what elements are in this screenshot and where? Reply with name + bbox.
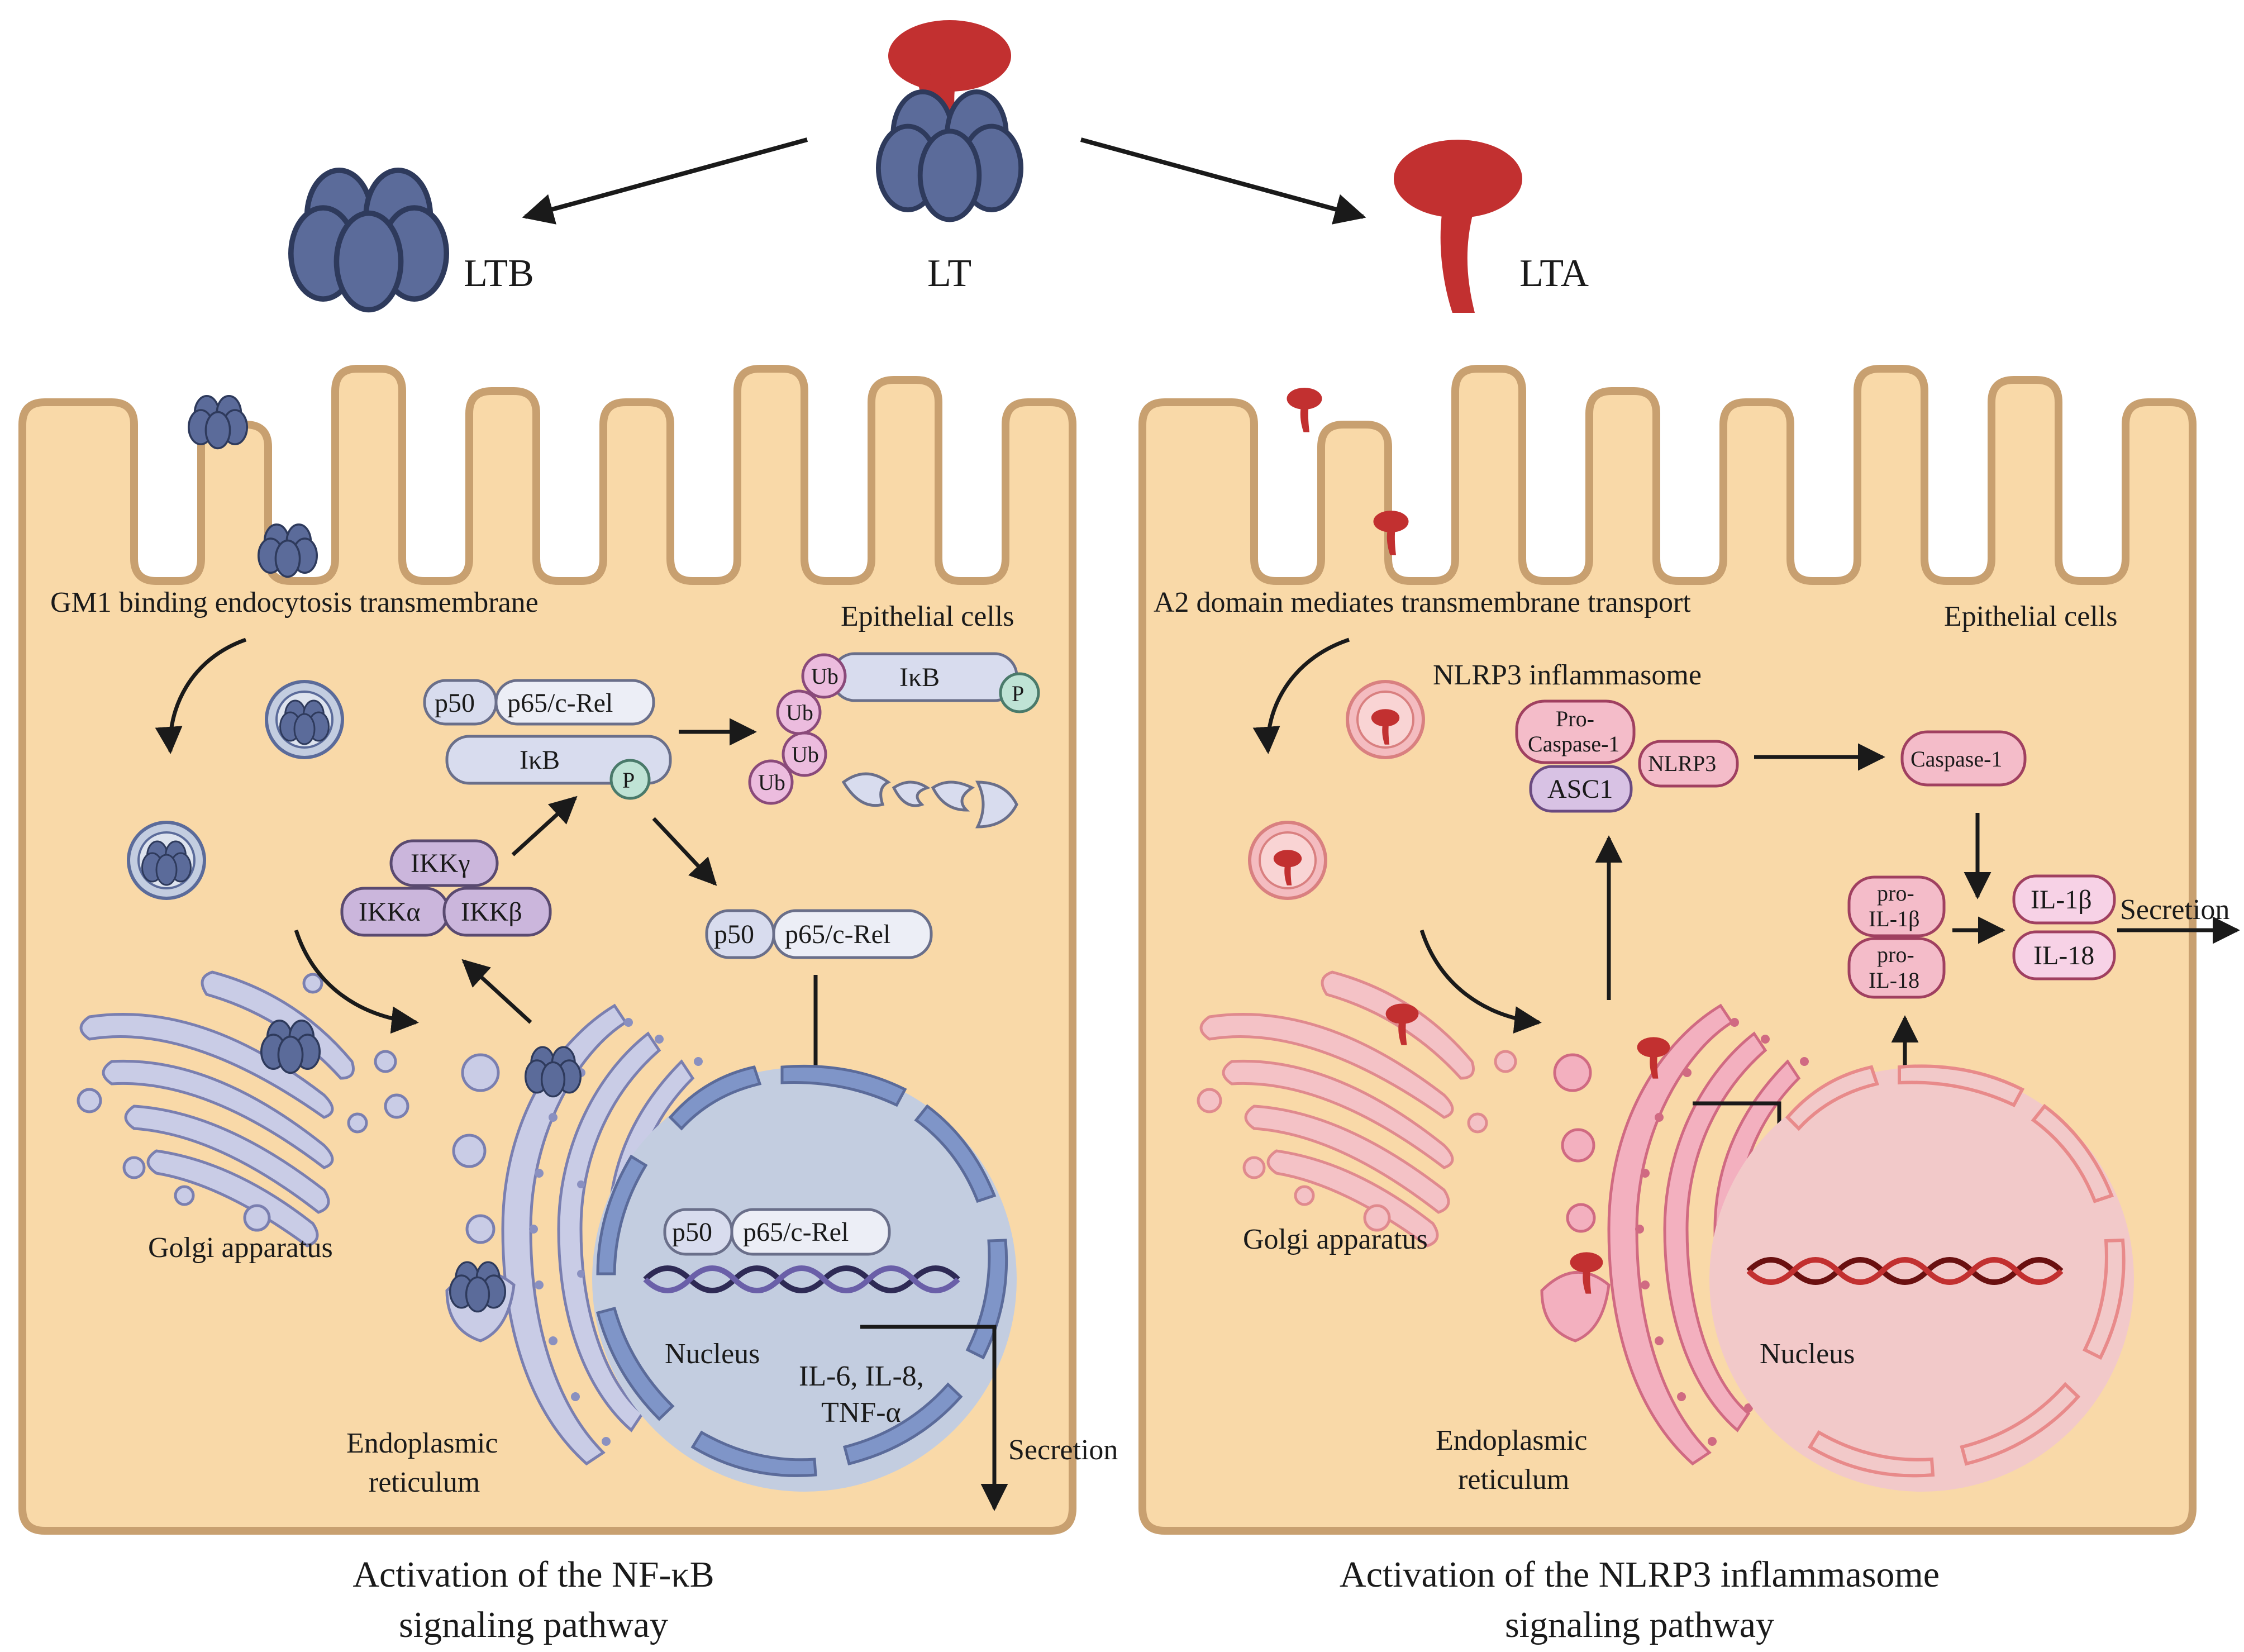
nfkb-ikb-complex: p50 p65/c-Rel IκB P — [423, 679, 672, 800]
left-caption-line-1: Activation of the NF-κB — [352, 1554, 714, 1595]
p50-label-2: p50 — [714, 920, 754, 949]
right-caption-line-2: signaling pathway — [1505, 1605, 1774, 1645]
mature-cytokines: IL-1β IL-18 — [2012, 874, 2116, 980]
right-secretion-label: Secretion — [2120, 894, 2229, 926]
lta-vesicle-2 — [1248, 821, 1327, 900]
ikk-alpha-label: IKKα — [359, 897, 420, 927]
p-label-2: P — [1012, 681, 1024, 706]
arrow-ikk-to-ikb — [511, 796, 578, 856]
a2-entry-label: A2 domain mediates transmembrane transpo… — [1154, 587, 1691, 618]
degraded-ikb-fragments — [841, 772, 1018, 829]
right-er-label-1: Endoplasmic — [1436, 1425, 1588, 1456]
cytokines-label-2: TNF-α — [821, 1397, 901, 1429]
endosome-vesicle-2 — [127, 821, 206, 900]
asc1-label: ASC1 — [1547, 774, 1613, 804]
arrow-er-to-ikk — [461, 959, 532, 1024]
p65-label-1: p65/c-Rel — [507, 688, 613, 718]
right-golgi — [1197, 970, 1517, 1248]
lta-label: LTA — [1519, 252, 1589, 295]
secretion-arrow-left — [860, 1325, 1008, 1511]
caspase1: Caspase-1 — [1900, 730, 2027, 787]
cytokines-label-1: IL-6, IL-8, — [799, 1360, 924, 1392]
gm1-entry-label: GM1 binding endocytosis transmembrane — [50, 587, 539, 618]
left-nucleus-label: Nucleus — [665, 1338, 760, 1370]
lta-vesicle-1 — [1346, 680, 1425, 759]
p50-label-3: p50 — [672, 1217, 712, 1247]
ub-label-2: Ub — [786, 700, 813, 725]
ltb-icon — [291, 170, 446, 310]
ikk-complex: IKKγ IKKα IKKβ — [340, 839, 552, 937]
right-golgi-label: Golgi apparatus — [1243, 1223, 1428, 1255]
p50-label-1: p50 — [435, 688, 475, 718]
left-caption-line-2: signaling pathway — [399, 1605, 668, 1645]
pro-il1b-label-2: IL-1β — [1869, 906, 1919, 931]
right-caption-line-1: Activation of the NLRP3 inflammasome — [1340, 1554, 1940, 1595]
lt-holotoxin-icon — [878, 20, 1021, 220]
ltb-binding-membrane-1 — [187, 394, 249, 450]
il1b-label: IL-1β — [2031, 885, 2092, 915]
nlrp3-inflammasome-complex: Pro- Caspase-1 ASC1 NLRP3 — [1515, 699, 1739, 813]
arrow-lt-to-lta — [1080, 137, 1366, 225]
left-secretion-label: Secretion — [1008, 1434, 1118, 1466]
p-label-1: P — [622, 768, 635, 793]
lta-binding-membrane-1 — [1287, 388, 1322, 432]
right-cell: A2 domain mediates transmembrane transpo… — [1138, 365, 2240, 1535]
caspase1-label: Caspase-1 — [1911, 746, 2002, 772]
il18-label: IL-18 — [2033, 941, 2094, 970]
pro-caspase-label-1: Pro- — [1556, 706, 1594, 731]
right-er-ribosomes — [1635, 1018, 1809, 1446]
ub-label-1: Ub — [811, 664, 838, 689]
a2-transport-arrow — [1252, 637, 1350, 754]
endosome-vesicle-1 — [265, 680, 344, 759]
right-nucleus — [1709, 1064, 2134, 1492]
ltb-in-golgi — [260, 1020, 321, 1074]
left-er-label-2: reticulum — [369, 1467, 480, 1498]
lt-label: LT — [927, 252, 971, 295]
free-nfkb: p50 p65/c-Rel — [705, 909, 933, 959]
p65-label-2: p65/c-Rel — [785, 920, 890, 949]
p65-label-3: p65/c-Rel — [743, 1217, 849, 1247]
ikb-label-2: IκB — [899, 663, 940, 692]
pro-il1b-label-1: pro- — [1877, 880, 1914, 906]
left-dna-helix — [643, 1265, 960, 1293]
pro-caspase-label-2: Caspase-1 — [1528, 731, 1619, 756]
ltb-in-er-1 — [525, 1046, 582, 1098]
ikb-label-1: IκB — [520, 745, 560, 775]
inflammasome-label: NLRP3 inflammasome — [1433, 659, 1702, 691]
nuclear-nfkb: p50 p65/c-Rel — [663, 1208, 891, 1256]
right-dna-helix — [1746, 1257, 2064, 1285]
ikk-gamma-label: IKKγ — [411, 849, 470, 878]
ub-label-4: Ub — [758, 770, 785, 795]
ub-label-3: Ub — [792, 742, 819, 767]
arrow-ikb-to-free-nfkb — [652, 817, 717, 886]
left-er-label-1: Endoplasmic — [346, 1427, 498, 1459]
pro-il18-label-2: IL-18 — [1869, 968, 1919, 993]
left-nucleus — [592, 1064, 1017, 1492]
pro-cytokines: pro- IL-1β pro- IL-18 — [1847, 875, 1946, 999]
right-er-label-2: reticulum — [1458, 1464, 1569, 1496]
ltb-binding-membrane-2 — [257, 523, 318, 578]
ltb-label: LTB — [464, 252, 534, 295]
golgi-to-er-arrow — [294, 929, 419, 1034]
lt-toxin-group: LT LTB LTA — [291, 20, 1589, 313]
lta-icon — [1394, 140, 1522, 313]
ub-ikb-complex: IκB P Ub Ub Ub Ub — [748, 652, 1040, 805]
left-cell: GM1 binding endocytosis transmembrane Ep… — [18, 365, 1118, 1535]
right-cell-type-label: Epithelial cells — [1944, 601, 2117, 632]
left-golgi-label: Golgi apparatus — [148, 1232, 333, 1264]
right-nucleus-label: Nucleus — [1760, 1338, 1855, 1370]
ikk-beta-label: IKKβ — [461, 897, 522, 927]
left-cell-type-label: Epithelial cells — [841, 601, 1014, 632]
endocytosis-arrow — [155, 637, 247, 754]
right-golgi-to-er-arrow — [1419, 929, 1542, 1034]
nlrp3-label: NLRP3 — [1648, 751, 1716, 776]
pro-il18-label-1: pro- — [1877, 942, 1914, 967]
ltb-in-er-2 — [449, 1261, 506, 1313]
arrow-lt-to-ltb — [522, 137, 808, 225]
